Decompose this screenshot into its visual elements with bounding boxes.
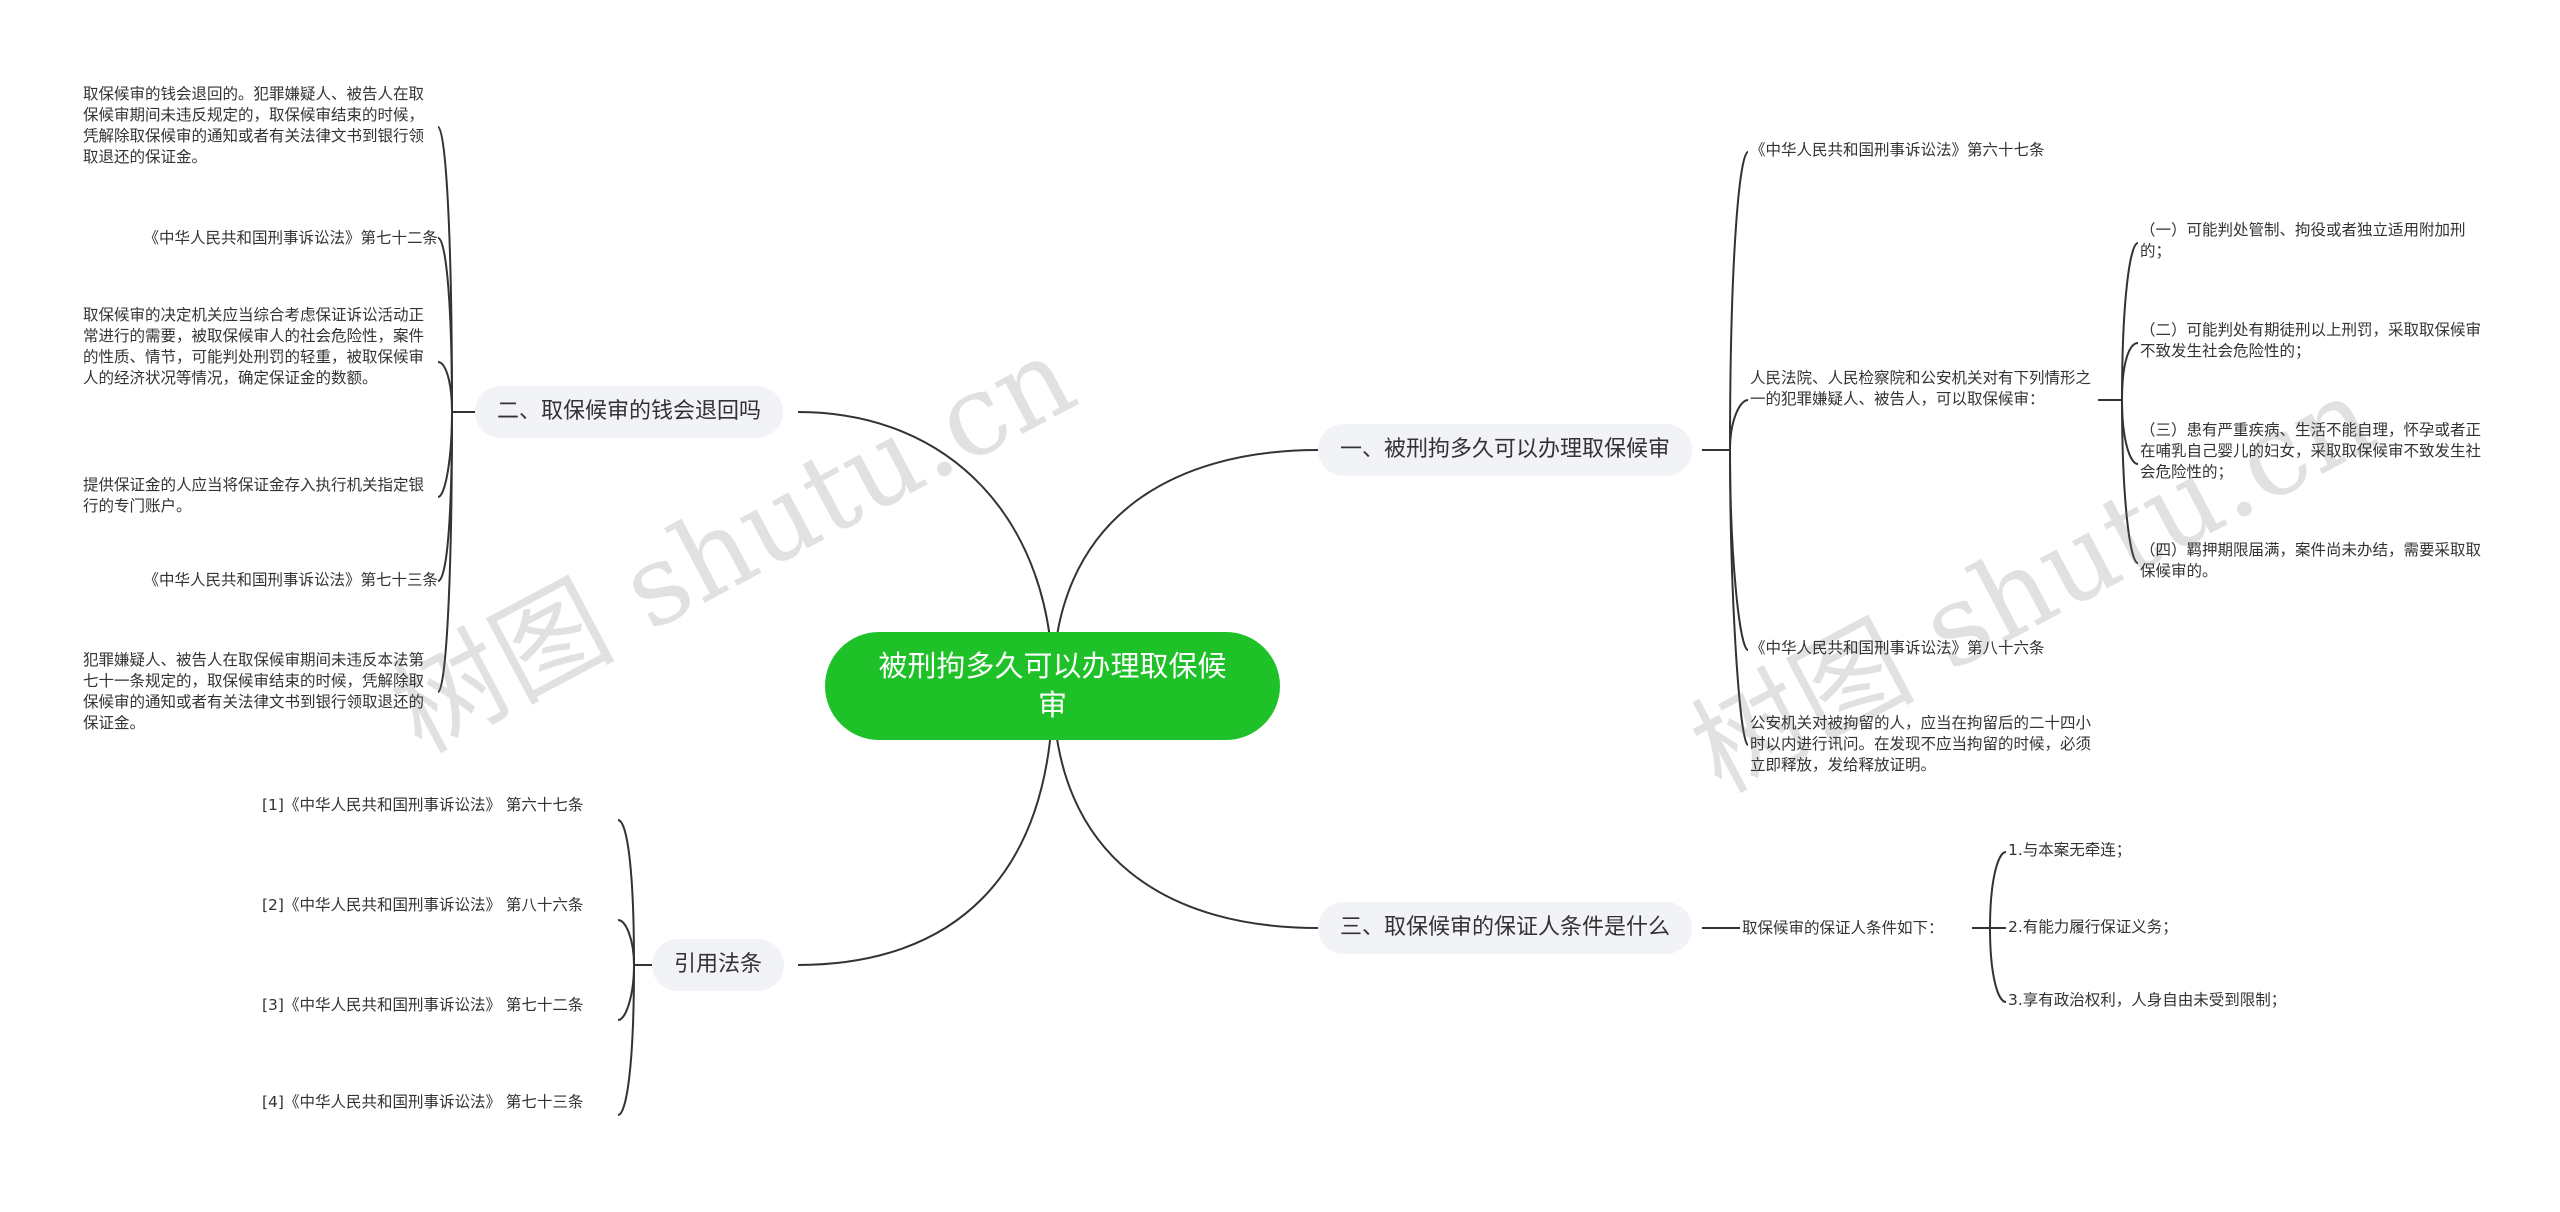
leaf-requirement-2[interactable]: 2.有能力履行保证义务； [2008, 918, 2178, 936]
leaf-ref-3[interactable]: [3]《中华人民共和国刑事诉讼法》 第七十二条 [262, 996, 584, 1014]
leaf-condition-3[interactable]: （三）患有严重疾病、生活不能自理，怀孕或者正在哺乳自己婴儿的妇女，采取取保候审不… [2140, 421, 2482, 481]
central-topic[interactable]: 被刑拘多久可以办理取保候审 [825, 632, 1280, 740]
leaf-law-86[interactable]: 《中华人民共和国刑事诉讼法》第八十六条 [1750, 639, 2045, 657]
branch-bail-refund[interactable]: 二、取保候审的钱会退回吗 [475, 386, 784, 438]
leaf-ref-2[interactable]: [2]《中华人民共和国刑事诉讼法》 第八十六条 [262, 896, 584, 914]
leaf-deposit-amount[interactable]: 取保候审的决定机关应当综合考虑保证诉讼活动正常进行的需要，被取保候审人的社会危险… [83, 306, 425, 387]
link-b4-ref4 [617, 964, 635, 1116]
leaf-condition-1[interactable]: （一）可能判处管制、拘役或者独立适用附加刑的； [2140, 221, 2466, 260]
link-b1-police [1729, 449, 1749, 746]
leaf-ref-4[interactable]: [4]《中华人民共和国刑事诉讼法》 第七十三条 [262, 1093, 584, 1111]
link-center-b3 [1052, 685, 1319, 929]
leaf-refund-rule[interactable]: 犯罪嫌疑人、被告人在取保候审期间未违反本法第七十一条规定的，取保候审结束的时候，… [83, 651, 425, 732]
link-center-b1 [1052, 449, 1319, 687]
leaf-deposit-account[interactable]: 提供保证金的人应当将保证金存入执行机关指定银行的专门账户。 [83, 476, 425, 515]
link-court-c1 [2121, 242, 2139, 401]
link-b4-ref3 [617, 964, 635, 1021]
link-b2-t3 [437, 361, 453, 413]
link-b3-r3 [1989, 927, 2007, 1003]
link-b2-t2 [437, 237, 453, 413]
branch-guarantor-conditions[interactable]: 三、取保候审的保证人条件是什么 [1318, 902, 1693, 954]
leaf-ref-1[interactable]: [1]《中华人民共和国刑事诉讼法》 第六十七条 [262, 796, 584, 814]
link-b1-law67 [1729, 151, 1749, 451]
link-b4-ref1 [617, 819, 635, 966]
link-court-c2 [2121, 342, 2139, 401]
leaf-condition-4[interactable]: （四）羁押期限届满，案件尚未办结，需要采取取保候审的。 [2140, 541, 2482, 580]
link-court-c4 [2121, 399, 2139, 564]
link-b3-r1 [1989, 851, 2007, 929]
leaf-requirement-1[interactable]: 1.与本案无牵连； [2008, 841, 2132, 859]
branch-detention-duration[interactable]: 一、被刑拘多久可以办理取保候审 [1318, 424, 1693, 476]
link-b2-t6 [437, 411, 453, 693]
link-b4-ref2 [617, 919, 635, 966]
link-b1-law86 [1729, 449, 1749, 651]
leaf-court-condition[interactable]: 人民法院、人民检察院和公安机关对有下列情形之一的犯罪嫌疑人、被告人，可以取保候审… [1750, 369, 2092, 408]
leaf-law-67[interactable]: 《中华人民共和国刑事诉讼法》第六十七条 [1750, 141, 2045, 159]
link-b1-court [1729, 399, 1749, 451]
link-b2-t4 [437, 411, 453, 498]
link-center-b4 [797, 685, 1054, 966]
leaf-refund-answer[interactable]: 取保候审的钱会退回的。犯罪嫌疑人、被告人在取保候审期间未违反规定的，取保候审结束… [83, 85, 425, 166]
leaf-law-72[interactable]: 《中华人民共和国刑事诉讼法》第七十二条 [143, 229, 438, 247]
leaf-requirement-3[interactable]: 3.享有政治权利，人身自由未受到限制； [2008, 991, 2287, 1009]
leaf-law-73[interactable]: 《中华人民共和国刑事诉讼法》第七十三条 [143, 571, 438, 589]
leaf-guarantor-intro[interactable]: 取保候审的保证人条件如下： [1742, 919, 1944, 937]
leaf-condition-2[interactable]: （二）可能判处有期徒刑以上刑罚，采取取保候审不致发生社会危险性的； [2140, 321, 2482, 360]
branch-cited-laws[interactable]: 引用法条 [652, 939, 785, 991]
leaf-police-interrogation[interactable]: 公安机关对被拘留的人，应当在拘留后的二十四小时以内进行讯问。在发现不应当拘留的时… [1750, 714, 2092, 774]
link-center-b2 [797, 411, 1054, 687]
